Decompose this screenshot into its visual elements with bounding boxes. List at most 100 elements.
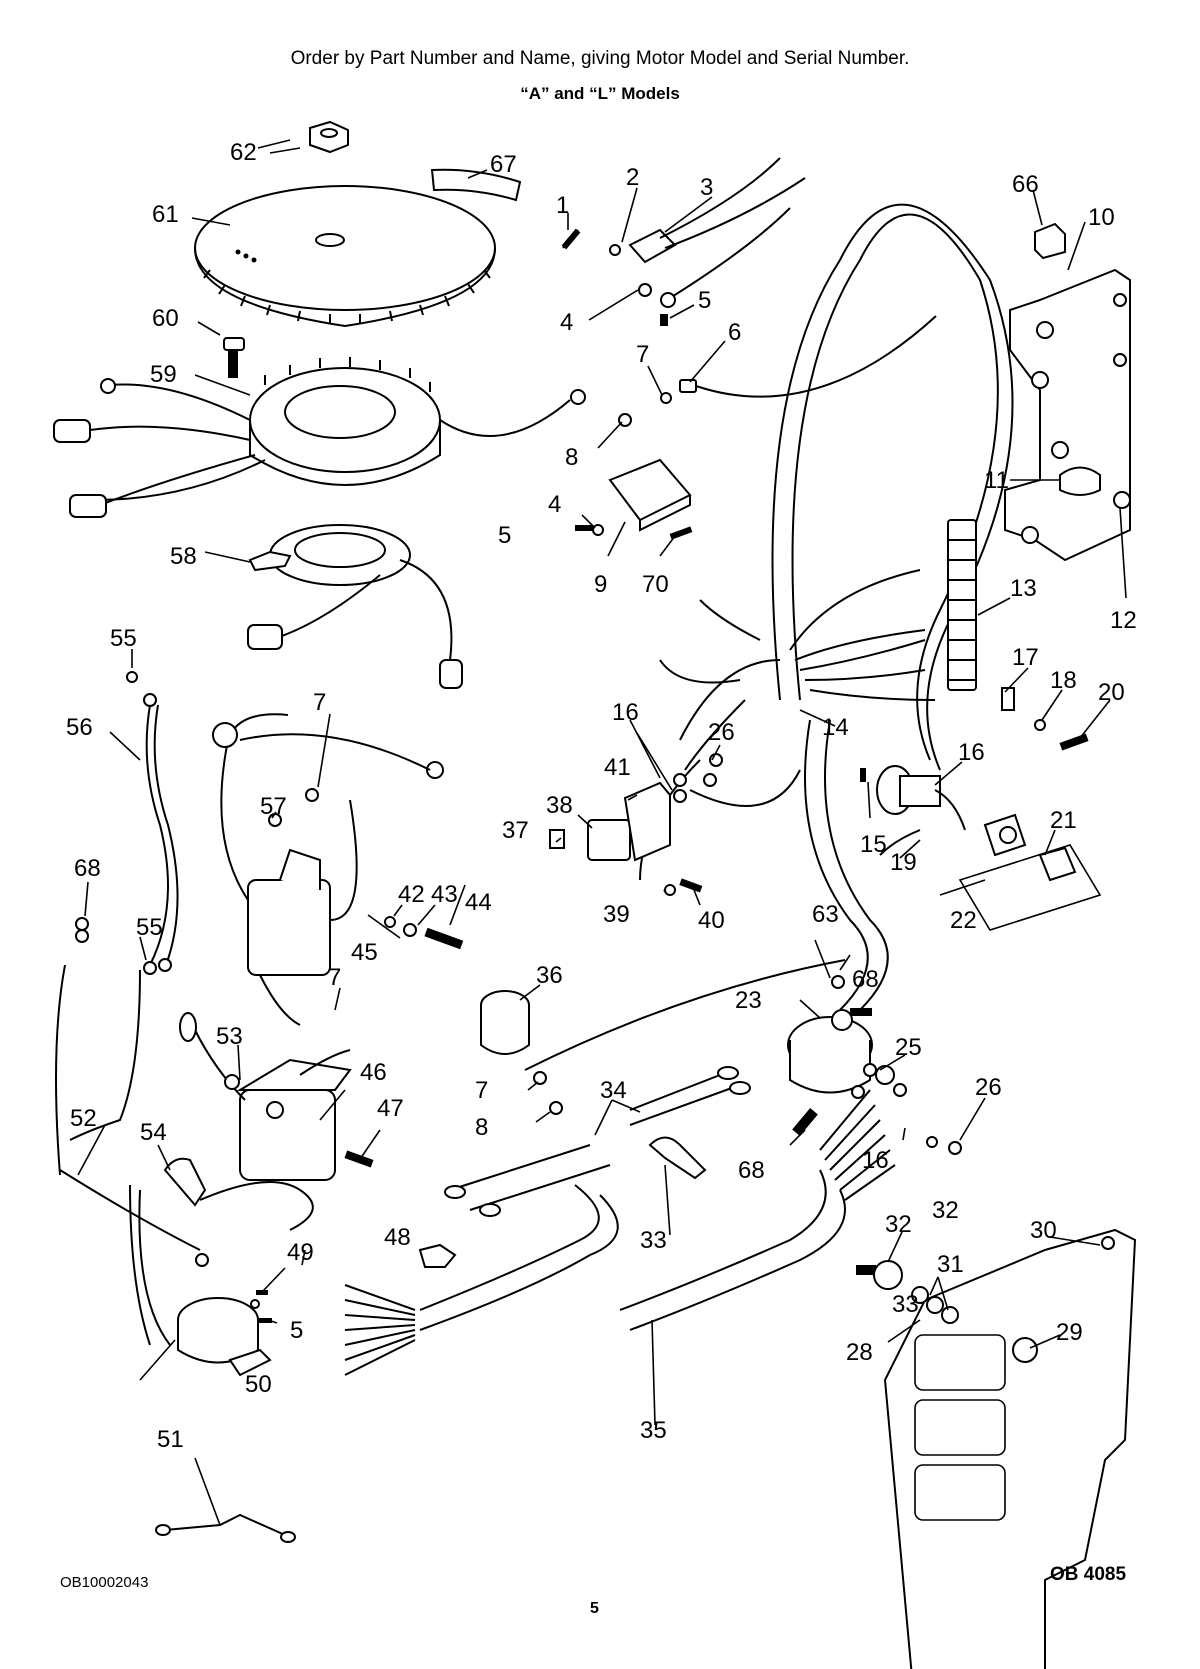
timing-decal xyxy=(430,168,522,202)
callout: 16 xyxy=(958,739,985,766)
clamp-screw xyxy=(792,1108,818,1136)
callout: 62 xyxy=(230,139,257,166)
callout: 25 xyxy=(895,1034,922,1061)
callout: 34 xyxy=(600,1077,627,1104)
callout: 20 xyxy=(1098,679,1125,706)
callout: 4 xyxy=(560,309,573,336)
page-subtitle: “A” and “L” Models xyxy=(520,84,680,103)
figure-code: OB10002043 xyxy=(60,1574,149,1591)
jumper-lead xyxy=(155,1513,296,1543)
callout: 30 xyxy=(1030,1217,1057,1244)
callout: 44 xyxy=(465,889,492,916)
wire-clip xyxy=(418,1243,457,1268)
callout: 16 xyxy=(862,1147,889,1174)
callout: 13 xyxy=(1010,575,1037,602)
callout: 61 xyxy=(152,201,179,228)
terminal-board xyxy=(883,1228,1137,1669)
terminal-block-group xyxy=(561,157,937,427)
callout: 5 xyxy=(290,1317,303,1344)
page-number: 5 xyxy=(590,1600,599,1617)
ground-leads xyxy=(75,671,179,975)
callout: 15 xyxy=(860,831,887,858)
callout: 55 xyxy=(110,625,137,652)
callout: 42 xyxy=(398,881,425,908)
rectifier xyxy=(575,458,693,540)
leader-lines xyxy=(77,139,1127,1526)
ignition-coil-upper xyxy=(212,713,444,1026)
switch-plate xyxy=(958,813,1102,931)
callout: 59 xyxy=(150,361,177,388)
callout: 66 xyxy=(1012,171,1039,198)
callout: 63 xyxy=(812,901,839,928)
callout: 51 xyxy=(157,1426,184,1453)
callout: 68 xyxy=(738,1157,765,1184)
callout: 16 xyxy=(612,699,639,726)
wiring-harness xyxy=(639,203,1014,1011)
callout: 49 xyxy=(287,1239,314,1266)
callout: 52 xyxy=(70,1105,97,1132)
callout: 17 xyxy=(1012,644,1039,671)
callout: 18 xyxy=(1050,667,1077,694)
callout: 8 xyxy=(475,1114,488,1141)
terminal-clip xyxy=(1001,687,1015,711)
main-harness xyxy=(344,1089,896,1376)
flywheel-nut xyxy=(309,120,349,154)
timer-base xyxy=(247,524,463,689)
callout: 29 xyxy=(1056,1319,1083,1346)
callout: 46 xyxy=(360,1059,387,1086)
callout: 14 xyxy=(822,714,849,741)
callout: 37 xyxy=(502,817,529,844)
repeat-callouts: 5 4 7 7 7 8 55 16 16 26 68 68 5 33 32 xyxy=(136,491,959,1344)
callout: 57 xyxy=(260,793,287,820)
stator-screw xyxy=(223,337,245,378)
callout: 3 xyxy=(700,174,713,201)
terminal-strip xyxy=(947,519,977,691)
callout: 22 xyxy=(950,907,977,934)
terminal-studs xyxy=(856,1260,959,1324)
key-switch xyxy=(860,765,966,856)
callout: 58 xyxy=(170,543,197,570)
coil-screw xyxy=(384,916,464,950)
callout: 45 xyxy=(351,939,378,966)
callout: 9 xyxy=(594,571,607,598)
callout: 31 xyxy=(937,1251,964,1278)
battery-cables xyxy=(444,1066,751,1217)
callout: 56 xyxy=(66,714,93,741)
callout: 54 xyxy=(140,1119,167,1146)
callout: 5 xyxy=(698,287,711,314)
callout: 32 xyxy=(885,1211,912,1238)
callout: 33 xyxy=(640,1227,667,1254)
callout: 36 xyxy=(536,962,563,989)
capacitor xyxy=(480,959,846,1115)
callout: 6 xyxy=(728,319,741,346)
drawing-code: OB 4085 xyxy=(1050,1564,1127,1585)
callout: 48 xyxy=(384,1224,411,1251)
callout: 2 xyxy=(626,164,639,191)
stator xyxy=(53,357,586,518)
callout: 7 xyxy=(313,689,326,716)
callout: 60 xyxy=(152,305,179,332)
mounting-bracket xyxy=(1004,268,1131,562)
callout: 26 xyxy=(708,719,735,746)
callout: 1 xyxy=(556,192,569,219)
kill-switch-harness xyxy=(55,964,209,1346)
callout: 55 xyxy=(136,914,163,941)
callout: 68 xyxy=(74,855,101,882)
callout: 38 xyxy=(546,792,573,819)
callout: 39 xyxy=(603,901,630,928)
starter-solenoid xyxy=(787,975,962,1155)
callout-labels: 1 2 3 4 5 6 7 8 9 10 11 12 13 14 15 16 1… xyxy=(66,139,1137,1453)
harness-clamp xyxy=(1059,466,1131,509)
terminal-screw xyxy=(1059,733,1089,751)
callout: 8 xyxy=(565,444,578,471)
callout: 5 xyxy=(498,522,511,549)
callout: 23 xyxy=(735,987,762,1014)
callout: 21 xyxy=(1050,807,1077,834)
callout: 67 xyxy=(490,151,517,178)
callout: 26 xyxy=(975,1074,1002,1101)
page-title: Order by Part Number and Name, giving Mo… xyxy=(290,48,910,69)
kill-switch xyxy=(177,1290,272,1377)
callout: 7 xyxy=(475,1077,488,1104)
callout: 12 xyxy=(1110,607,1137,634)
